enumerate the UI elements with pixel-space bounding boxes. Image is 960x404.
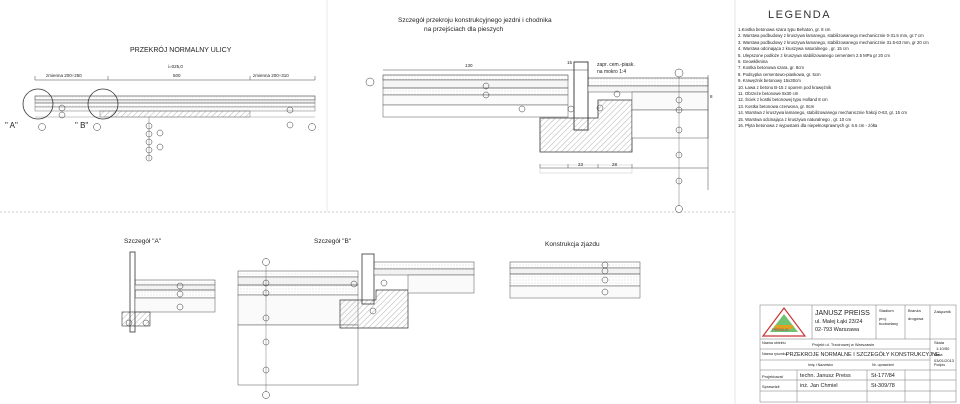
dim-23: 23 (578, 162, 584, 167)
legend-item: 14. Warstwa z kruszywa łamanego, stabili… (738, 110, 907, 116)
legend-item: 12. Ściek z kostki betonowej typu Hollan… (738, 97, 828, 103)
legend-item: 1.Kostka betonowa szara typu Behaton, gr… (738, 27, 831, 32)
legend-item: 15. Warstwa odcinająca z kruszywa natura… (738, 116, 852, 122)
legend-item: 5. Ulepszone podłoże z kruszywa stabiliz… (738, 52, 890, 58)
normal-section-title: PRZEKRÓJ NORMALNY ULICY (130, 47, 232, 54)
dim-500: 500 (173, 73, 181, 78)
dim-8: 8 (710, 94, 713, 99)
branch-value: drogowa (908, 316, 924, 321)
normal-section-drawing (22, 76, 316, 162)
checker-permission: St-309/78 (871, 383, 895, 389)
checker-name: inż. Jan Chmiel (800, 383, 838, 389)
label-b: " B" (75, 121, 89, 130)
date-value: 03/01/2013 (934, 358, 955, 363)
dim-15: 15 (567, 60, 573, 65)
dim-variable-left: zmienna 200÷250 (46, 73, 82, 78)
junction-title: Konstrukcja zjazdu (545, 241, 600, 248)
designer-label: Projektował (762, 374, 783, 379)
legend-item: 6. Geowłóknina (738, 59, 768, 65)
detail-crosswalk-drawing (365, 61, 709, 213)
dim-28: 28 (612, 162, 618, 167)
junction-drawing (509, 261, 641, 299)
legend-item: 16. Płyta betonowa z wypustami dla niepe… (738, 123, 878, 129)
legend-item: 7. Kostka betonowa szara, gr. 8cm (738, 65, 804, 71)
company-name: JANUSZ PREISS (815, 310, 870, 317)
detail-a-title: Szczegół "A" (124, 238, 162, 245)
seal-note: zapr. cem.-piask. (597, 62, 635, 68)
detail-b-title: Szczegół "B" (314, 238, 352, 245)
legend-item: 9. Krawężnik betonowy 15x30cm (738, 78, 801, 84)
drawing-name-value: PRZEKROJE NORMALNE I SZCZEGÓŁY KONSTRUKC… (786, 352, 940, 358)
designer-name: techn. Janusz Preiss (800, 373, 851, 379)
stadium-value: proj. budowlany (879, 316, 899, 326)
stadium-label: Stadium (879, 308, 894, 313)
permission-label: Nr. uprawnień (872, 363, 895, 367)
detail-b-drawing (237, 253, 475, 399)
detail-title: Szczegół przekroju konstrukcyjnego jezdn… (398, 17, 552, 24)
legend-list: 1.Kostka betonowa szara typu Behaton, gr… (738, 27, 954, 130)
detail-a-drawing (121, 251, 216, 333)
dim-130: 130 (465, 63, 473, 68)
checker-label: Sprawdził (762, 384, 780, 389)
label-a: " A" (5, 121, 18, 130)
signature-label: Podpis (934, 363, 945, 367)
dim-variable-right: zmienna 200÷310 (253, 73, 289, 78)
title-block-frame (759, 304, 957, 404)
legend-item: 4. Warstwa odcinająca z kruszywa natural… (738, 46, 849, 52)
object-label: Nazwa obiektu (762, 341, 786, 345)
legend-item: 8. Podsypka cementowo-piaskowa, gr. 5cm (738, 71, 821, 77)
legend-item: 10. Ława z betonu B-15 z oporem pod kraw… (738, 84, 832, 90)
legend-item: 2. Warstwa podbudowy z kruszywa łamanego… (738, 33, 924, 39)
attachment-label: Załącznik (934, 309, 951, 314)
seal-note-2: na mokro 1:4 (597, 69, 627, 75)
legend-item: 13. Kostka betonowa czerwona, gr. 8cm (738, 103, 815, 109)
scale-label: Skala (934, 340, 945, 345)
logo-text: PREBUD (772, 327, 789, 332)
object-value: Projekt ul. Trzcinowej w Warszawie (812, 342, 875, 347)
scale-value: 1:10/50 (936, 346, 950, 351)
detail-title-line-2: na przejściach dla pieszych (424, 26, 504, 33)
legend-item: 3. Warstwa podbudowy z kruszywa łamanego… (738, 39, 929, 45)
dim-slope: i=025,0 (168, 64, 183, 69)
date-label: Data (934, 352, 943, 357)
company-address-1: ul. Malej Łąki 23/24 (815, 319, 863, 325)
designer-permission: St-177/84 (871, 373, 895, 379)
prebud-logo (761, 307, 807, 337)
branch-label: Branża (908, 308, 921, 313)
legend-title: LEGENDA (768, 9, 832, 21)
company-address-2: 02-793 Warszawa (815, 327, 860, 333)
legend-item: 11. Obrzeże betonowe 8x30 cm (738, 91, 799, 97)
role-label: Imię i Nazwisko (808, 363, 833, 367)
drawing-name-label: Nazwa rysunku (762, 352, 787, 356)
